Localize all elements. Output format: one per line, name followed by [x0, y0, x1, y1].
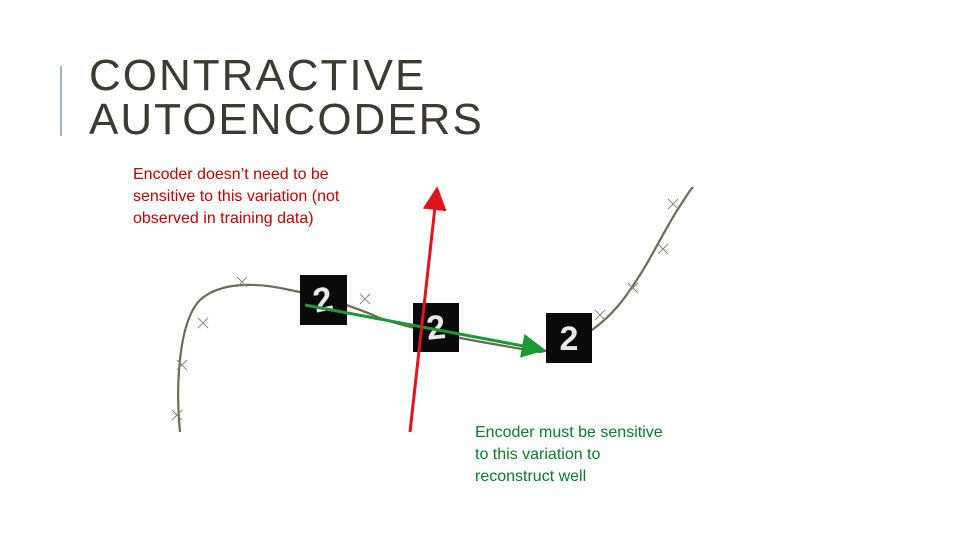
digit-glyph: 2 [560, 320, 579, 358]
training-sample-cross [198, 318, 208, 328]
training-sample-cross [658, 244, 668, 254]
digit-image-3: 2 [546, 313, 592, 363]
orthogonal-variation-note: Encoder doesn’t need to be sensitive to … [133, 164, 339, 230]
tangent-variation-note: Encoder must be sensitive to this variat… [475, 422, 663, 488]
training-sample-cross [360, 294, 370, 304]
note-line: sensitive to this variation (not [133, 186, 339, 208]
note-line: to this variation to [475, 444, 663, 466]
training-sample-cross [595, 310, 605, 320]
training-sample-cross [172, 410, 182, 420]
note-line: reconstruct well [475, 466, 663, 488]
note-line: observed in training data) [133, 208, 339, 230]
training-sample-cross [668, 199, 678, 209]
note-line: Encoder doesn’t need to be [133, 164, 339, 186]
digit-image-1: 2 [300, 275, 347, 325]
note-line: Encoder must be sensitive [475, 422, 663, 444]
